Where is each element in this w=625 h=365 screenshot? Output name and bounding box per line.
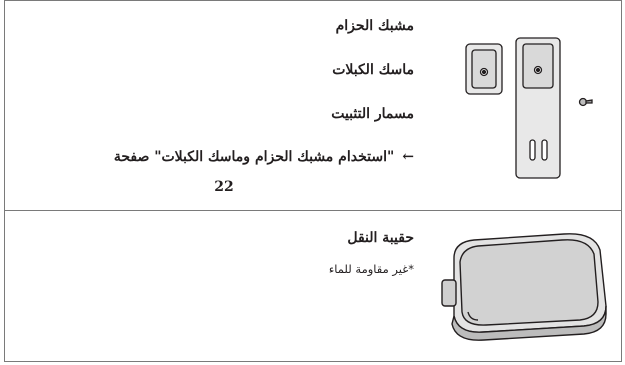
accessories-table: مشبك الحزام ماسك الكبلات مسمار التثبيت ←… xyxy=(4,0,622,362)
item-belt-clip: مشبك الحزام xyxy=(335,18,414,34)
table-bottom-border xyxy=(4,361,622,362)
item-carrying-case: حقيبة النقل xyxy=(347,230,414,246)
reference-text: "استخدام مشبك الحزام وماسك الكبلات" صفحة xyxy=(113,149,395,165)
table-left-border xyxy=(4,0,5,362)
belt-clip-illustration xyxy=(465,37,593,179)
table-right-border xyxy=(621,0,622,362)
item-cable-holder: ماسك الكبلات xyxy=(332,62,414,78)
arrow-icon: ← xyxy=(402,149,414,165)
reference-page-number: 22 xyxy=(214,179,234,195)
carrying-case-illustration xyxy=(441,233,607,341)
row-divider xyxy=(4,210,622,211)
case-note: *غير مقاومة للماء xyxy=(328,262,414,276)
item-fixing-screw: مسمار التثبيت xyxy=(331,106,414,122)
page-reference: ← "استخدام مشبك الحزام وماسك الكبلات" صفح… xyxy=(34,142,414,202)
table-top-border xyxy=(4,0,622,1)
